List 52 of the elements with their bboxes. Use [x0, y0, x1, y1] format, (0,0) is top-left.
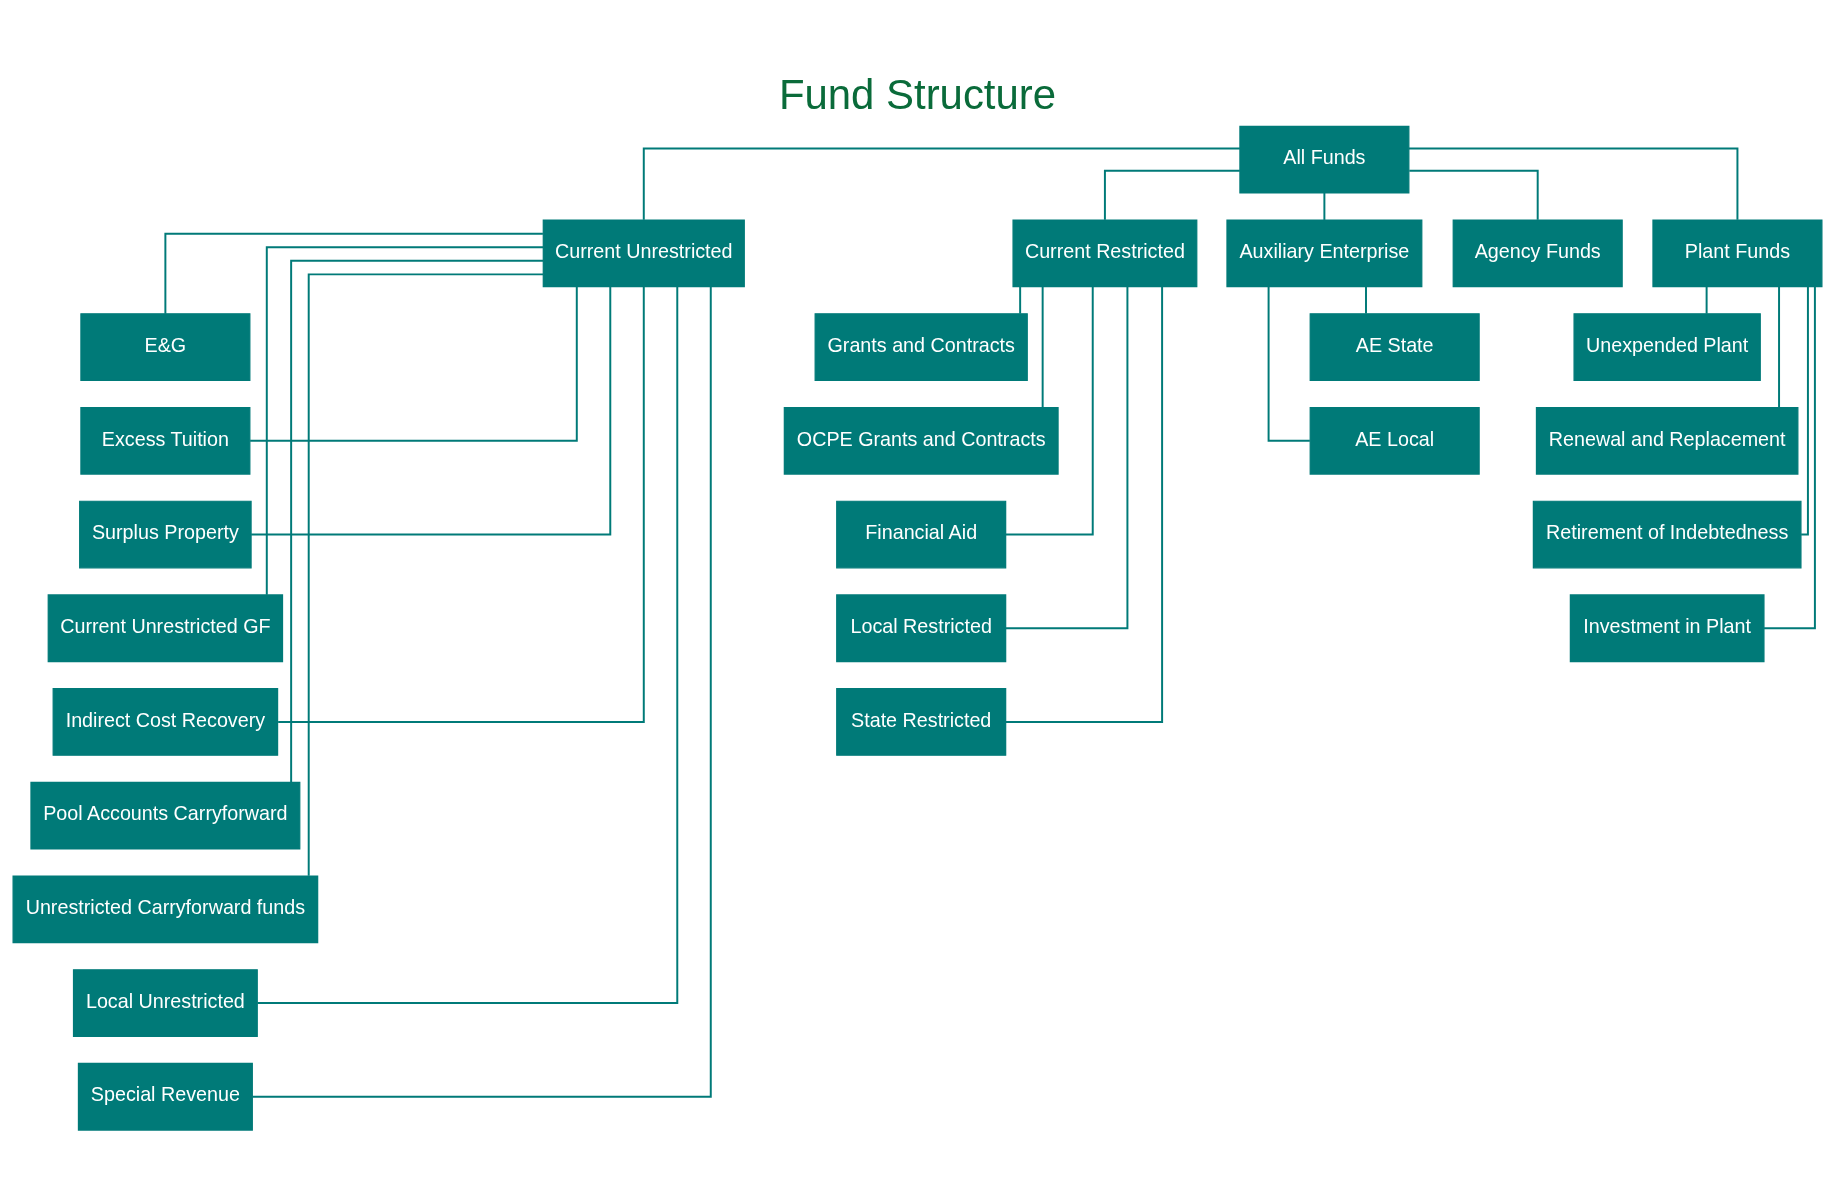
node-box: Surplus Property [79, 500, 252, 569]
connector [1005, 285, 1094, 536]
connector [256, 286, 679, 1005]
node-box: Unexpended Plant [1573, 313, 1761, 382]
connector [164, 232, 544, 315]
connector [1778, 285, 1781, 409]
node-box: Investment in Plant [1569, 594, 1765, 663]
node-box: Local Restricted [836, 594, 1007, 663]
connector [1004, 286, 1129, 630]
connector [1103, 169, 1241, 221]
node-box: Retirement of Indebtedness [1532, 500, 1802, 569]
node-box: Special Revenue [77, 1062, 253, 1131]
connector [1323, 192, 1326, 221]
connector [290, 259, 545, 784]
node-box: AE Local [1309, 406, 1480, 475]
node-box: Renewal and Replacement [1535, 406, 1799, 475]
connector [1408, 169, 1539, 221]
connector [1365, 285, 1367, 315]
node-box: AE State [1309, 313, 1480, 382]
node-box: Pool Accounts Carryforward [30, 781, 301, 850]
node-box: E&G [80, 313, 251, 382]
connector [1705, 285, 1708, 315]
connector [251, 286, 712, 1098]
node-box: Auxiliary Enterprise [1226, 219, 1423, 288]
connector [277, 285, 645, 723]
connector [1800, 285, 1809, 536]
connector [1019, 285, 1022, 315]
node-box: Excess Tuition [80, 406, 251, 475]
node-box: Grants and Contracts [814, 313, 1028, 382]
connector [249, 285, 578, 442]
node-box: Current Restricted [1012, 219, 1198, 288]
node-box: Unrestricted Carryforward funds [12, 875, 319, 944]
connector [1408, 147, 1739, 221]
node-box: Local Unrestricted [72, 969, 258, 1037]
connector [642, 147, 1241, 221]
node-box: Indirect Cost Recovery [52, 688, 279, 756]
diagram-title: Fund Structure [778, 71, 1057, 119]
node-box: Financial Aid [836, 500, 1007, 569]
connector [1763, 286, 1816, 630]
connector [265, 246, 545, 596]
node-box: OCPE Grants and Contracts [783, 406, 1059, 475]
node-box: State Restricted [836, 688, 1007, 756]
node-box: Current Unrestricted [542, 219, 745, 288]
node-box: Plant Funds [1652, 219, 1823, 288]
node-box: All Funds [1239, 125, 1410, 194]
connector [307, 273, 545, 877]
connector [250, 285, 612, 536]
connector [1267, 285, 1311, 442]
node-box: Current Unrestricted GF [47, 594, 284, 663]
connector [1041, 285, 1044, 409]
node-box: Agency Funds [1452, 219, 1623, 288]
connector [1004, 285, 1164, 723]
